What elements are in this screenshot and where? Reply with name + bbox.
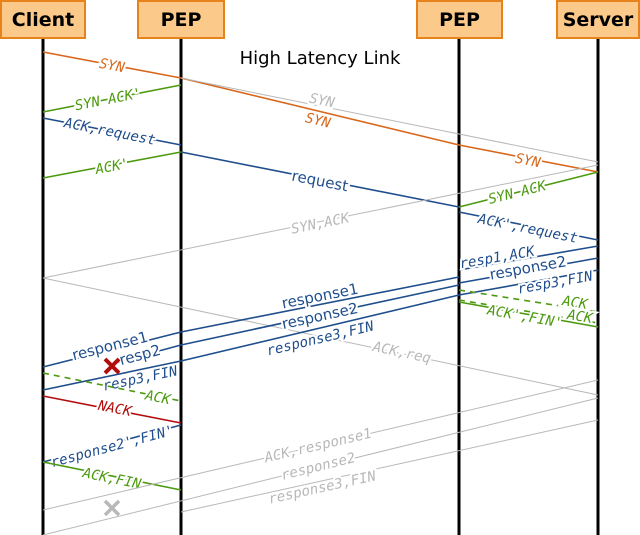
message-arrow (180, 77, 460, 146)
message-arrow (117, 344, 182, 363)
message-arrow (42, 379, 599, 511)
message-arrow (42, 164, 599, 279)
message-arrow (180, 276, 460, 333)
link-title: High Latency Link (240, 48, 401, 69)
message-arrow (42, 151, 182, 179)
message-label: SYN ACK' (74, 86, 143, 115)
message-label: NACK (96, 398, 135, 421)
message-arrow (180, 294, 460, 362)
message-arrow (458, 299, 599, 324)
actor-label: PEP (439, 9, 480, 31)
message-label: SYN ACK (487, 178, 550, 208)
actor-box (556, 0, 640, 39)
message-label: SYN,ACK (290, 210, 353, 238)
message-arrow (458, 245, 599, 271)
message-label: ACK,request (62, 115, 157, 149)
message-arrow (42, 397, 599, 535)
message-label: request (290, 167, 350, 196)
message-label: ACK (143, 387, 173, 408)
message-arrow (458, 301, 599, 328)
actor-label: Client (12, 9, 74, 31)
message-label: ACK' (93, 156, 130, 178)
message-arrow (180, 419, 599, 513)
message-arrow (42, 51, 182, 79)
actor-label: PEP (161, 9, 202, 31)
packet-loss-x-icon (103, 357, 121, 375)
message-arrow (42, 395, 182, 424)
message-arrow (180, 151, 460, 208)
message-label: ACK,req (370, 339, 432, 367)
message-arrow (42, 424, 182, 463)
message-arrow (42, 84, 182, 113)
actor-box (416, 0, 503, 39)
message-arrow (42, 372, 182, 402)
message-arrow (458, 289, 599, 313)
message-arrow (458, 171, 599, 208)
message-arrow (458, 211, 599, 241)
message-label: SYN (308, 91, 337, 112)
actor-box (137, 0, 225, 39)
message-arrow (42, 277, 599, 396)
actor-box (0, 0, 86, 39)
message-arrow (458, 257, 599, 284)
packet-loss-x-icon (103, 499, 121, 517)
message-arrow (180, 77, 599, 163)
message-arrow (42, 331, 182, 368)
message-arrow (180, 284, 460, 346)
message-label: ACK',request (476, 211, 579, 247)
actor-label: Server (563, 9, 634, 31)
message-label: response2',FIN' (49, 423, 175, 471)
message-arrow (42, 117, 182, 146)
message-label: SYN (514, 151, 542, 172)
message-arrow (458, 269, 599, 296)
message-arrow (458, 144, 599, 173)
message-arrow (42, 360, 182, 391)
message-label: SYN (98, 56, 126, 77)
message-arrow (42, 461, 182, 491)
message-label: ACK',FIN' (485, 302, 563, 331)
